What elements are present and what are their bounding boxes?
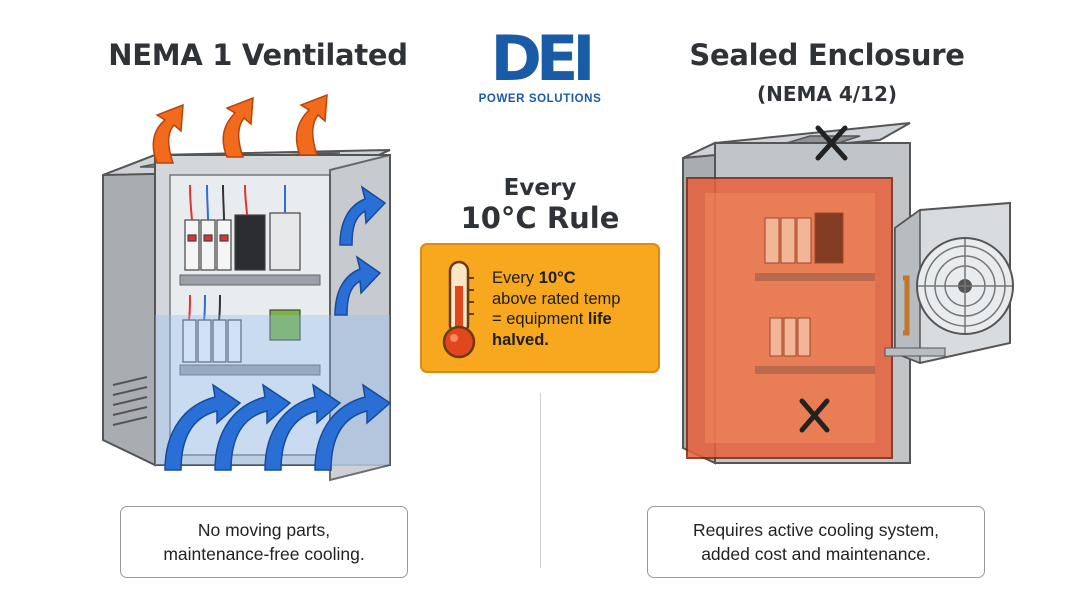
- sealed-title: Sealed Enclosure: [689, 38, 965, 72]
- ventilated-enclosure-illustration: [102, 93, 392, 482]
- logo-tagline: POWER SOLUTIONS: [478, 93, 602, 105]
- nema1-caption: No moving parts, maintenance-free coolin…: [120, 506, 408, 578]
- rule-heading-every: Every: [503, 175, 577, 201]
- sealed-caption: Requires active cooling system, added co…: [647, 506, 985, 578]
- sealed-subtitle: (NEMA 4/12): [756, 82, 898, 106]
- thermometer-icon: [442, 260, 476, 359]
- sealed-enclosure-illustration: [682, 122, 1014, 465]
- center-divider: [540, 393, 541, 568]
- rule-callout-text: Every 10°C above rated temp = equipment …: [492, 269, 621, 349]
- rule-heading-title: 10°C Rule: [460, 201, 620, 235]
- nema1-title: NEMA 1 Ventilated: [108, 38, 408, 72]
- dei-logo: DEI: [490, 22, 596, 95]
